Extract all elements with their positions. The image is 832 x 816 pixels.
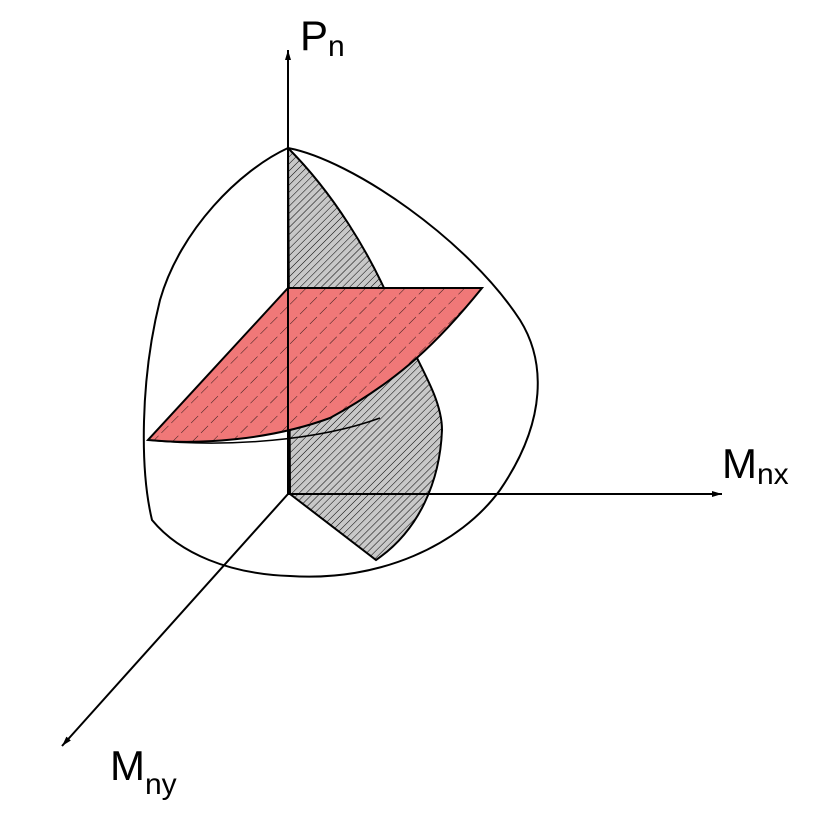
horizontal-section	[145, 287, 485, 443]
surface-contour-line	[147, 417, 381, 444]
surface-outline	[142, 146, 539, 578]
mnx-axis-label: Mnx	[722, 440, 789, 491]
pn-axis-label: Pn	[300, 12, 345, 63]
mny-axis-label: Mny	[110, 742, 177, 801]
mny-axis	[61, 493, 289, 747]
